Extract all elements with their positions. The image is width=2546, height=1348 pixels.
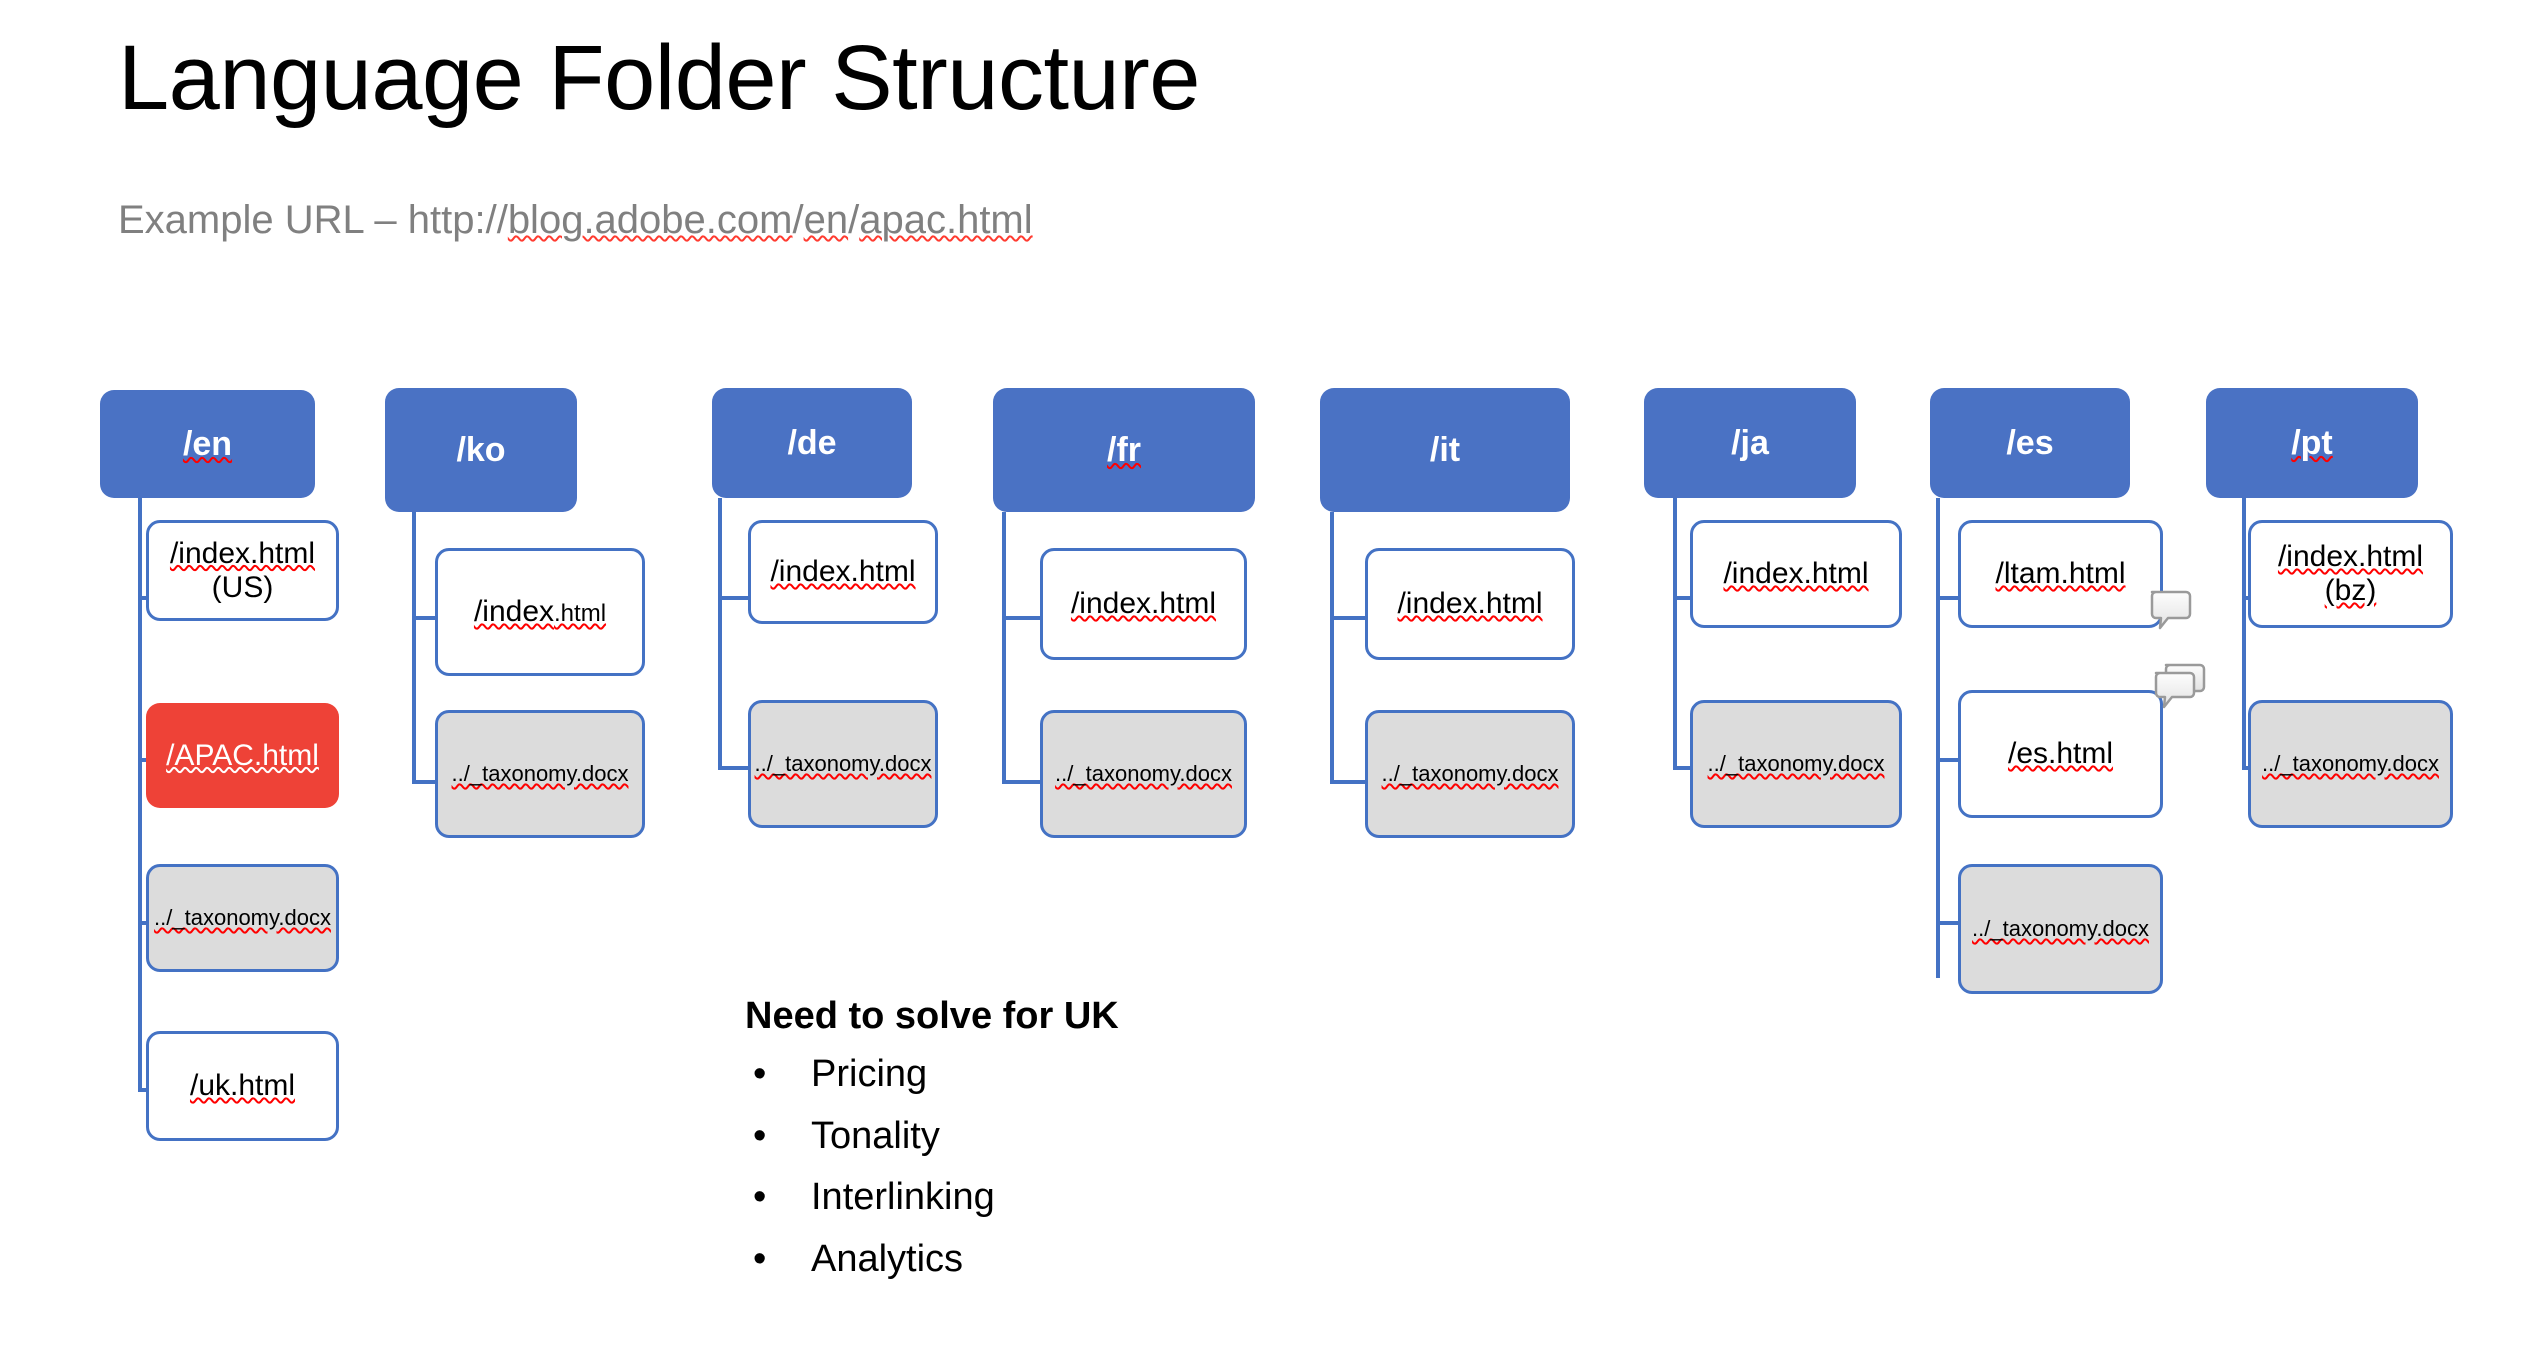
folder-header-it-label: /it xyxy=(1429,430,1461,469)
node-ko-index-label: /index.html xyxy=(473,595,607,628)
node-ja-taxonomy-label: ../_taxonomy.docx xyxy=(1707,751,1885,776)
comment-bubble-icon[interactable] xyxy=(2148,588,2194,639)
bullet-icon: • xyxy=(753,1237,767,1280)
folder-header-ja-label: /ja xyxy=(1731,423,1769,462)
folder-header-it[interactable]: /it xyxy=(1320,388,1570,512)
folder-header-en-label: /en xyxy=(182,424,233,463)
list-item: • Analytics xyxy=(745,1229,1119,1291)
subtitle-prefix: Example URL – http:// xyxy=(118,198,508,242)
node-ko-index[interactable]: /index.html xyxy=(435,548,645,676)
node-it-index-label: /index.html xyxy=(1397,587,1543,620)
node-fr-index-label: /index.html xyxy=(1070,587,1217,620)
subtitle-sep-1: / xyxy=(792,198,804,242)
connector-fr-stub-1 xyxy=(1002,616,1064,620)
node-pt-index-sublabel: (bz) xyxy=(2324,574,2377,607)
folder-header-es-label: /es xyxy=(2006,423,2054,462)
bullet-icon: • xyxy=(753,1176,767,1219)
connector-it-stub-2 xyxy=(1330,780,1392,784)
folder-header-pt[interactable]: /pt xyxy=(2206,388,2418,498)
node-fr-taxonomy-label: ../_taxonomy.docx xyxy=(1055,761,1232,786)
bullet-icon: • xyxy=(753,1053,767,1095)
comment-bubble-stacked-icon[interactable] xyxy=(2152,662,2208,717)
node-en-apac[interactable]: /APAC.html xyxy=(146,703,339,808)
connector-fr-trunk xyxy=(1002,512,1006,784)
list-item-label: Interlinking xyxy=(811,1176,995,1219)
folder-header-fr-label: /fr xyxy=(1107,430,1141,469)
node-es-taxonomy-label: ../_taxonomy.docx xyxy=(1972,916,2149,941)
connector-ko-trunk xyxy=(412,512,416,784)
list-item: • Interlinking xyxy=(745,1167,1119,1229)
node-pt-index-label: /index.html xyxy=(2277,540,2424,573)
connector-it-stub-1 xyxy=(1330,616,1392,620)
node-es-ltam[interactable]: /ltam.html xyxy=(1958,520,2163,628)
notes-heading: Need to solve for UK xyxy=(745,995,1119,1037)
connector-de-trunk xyxy=(718,498,722,770)
node-es-es[interactable]: /es.html xyxy=(1958,690,2163,818)
node-ja-taxonomy[interactable]: ../_taxonomy.docx xyxy=(1690,700,1902,828)
notes-list: • Pricing • Tonality • Interlinking • Analyt… xyxy=(745,1044,1119,1290)
node-en-uk-label: /uk.html xyxy=(189,1069,296,1102)
example-url-subtitle: Example URL – http://blog.adobe.com/en/a… xyxy=(118,198,1033,243)
list-item-label: Analytics xyxy=(811,1237,964,1280)
page-title: Language Folder Structure xyxy=(118,27,1200,129)
folder-header-de[interactable]: /de xyxy=(712,388,912,498)
node-ko-taxonomy[interactable]: ../_taxonomy.docx xyxy=(435,710,645,838)
node-it-taxonomy-label: ../_taxonomy.docx xyxy=(1381,761,1559,786)
node-it-taxonomy[interactable]: ../_taxonomy.docx xyxy=(1365,710,1575,838)
node-fr-index[interactable]: /index.html xyxy=(1040,548,1247,660)
list-item-label: Tonality xyxy=(811,1114,940,1157)
subtitle-domain: blog.adobe.com xyxy=(507,198,793,242)
node-en-index[interactable]: /index.html (US) xyxy=(146,520,339,621)
node-fr-taxonomy[interactable]: ../_taxonomy.docx xyxy=(1040,710,1247,838)
node-de-index[interactable]: /index.html xyxy=(748,520,938,624)
bullet-icon: • xyxy=(753,1114,767,1157)
folder-header-ko[interactable]: /ko xyxy=(385,388,577,512)
subtitle-path-en: en xyxy=(803,198,849,242)
list-item-label: Pricing xyxy=(811,1053,928,1095)
node-en-uk[interactable]: /uk.html xyxy=(146,1031,339,1141)
connector-ja-trunk xyxy=(1673,498,1677,770)
folder-header-en[interactable]: /en xyxy=(100,390,315,498)
node-it-index[interactable]: /index.html xyxy=(1365,548,1575,660)
connector-fr-stub-2 xyxy=(1002,780,1064,784)
folder-header-ko-label: /ko xyxy=(456,430,506,469)
connector-pt-trunk xyxy=(2242,498,2246,770)
node-en-index-sublabel: (US) xyxy=(211,570,274,604)
folder-header-es[interactable]: /es xyxy=(1930,388,2130,498)
subtitle-path-apac: apac.html xyxy=(859,198,1033,242)
node-en-taxonomy[interactable]: ../_taxonomy.docx xyxy=(146,864,339,972)
list-item: • Tonality xyxy=(745,1106,1119,1168)
folder-header-pt-label: /pt xyxy=(2291,423,2333,462)
node-es-taxonomy[interactable]: ../_taxonomy.docx xyxy=(1958,864,2163,994)
node-es-ltam-label: /ltam.html xyxy=(1995,557,2126,590)
connector-es-trunk xyxy=(1936,498,1940,978)
node-pt-taxonomy-label: ../_taxonomy.docx xyxy=(2262,751,2439,776)
folder-header-fr[interactable]: /fr xyxy=(993,388,1255,512)
list-item: • Pricing xyxy=(745,1044,1119,1106)
folder-header-de-label: /de xyxy=(787,423,837,462)
node-es-es-label: /es.html xyxy=(2007,737,2114,770)
node-de-index-label: /index.html xyxy=(770,555,916,588)
node-en-taxonomy-label: ../_taxonomy.docx xyxy=(154,905,331,930)
node-en-apac-label: /APAC.html xyxy=(166,738,319,772)
node-ja-index[interactable]: /index.html xyxy=(1690,520,1902,628)
node-ja-index-label: /index.html xyxy=(1723,557,1869,590)
connector-it-trunk xyxy=(1330,512,1334,784)
node-de-taxonomy[interactable]: ../_taxonomy.docx xyxy=(748,700,938,828)
node-pt-index[interactable]: /index.html (bz) xyxy=(2248,520,2453,628)
subtitle-sep-2: / xyxy=(848,198,860,242)
node-ko-taxonomy-label: ../_taxonomy.docx xyxy=(451,761,629,786)
connector-en-trunk xyxy=(138,498,142,1092)
node-pt-taxonomy[interactable]: ../_taxonomy.docx xyxy=(2248,700,2453,828)
notes-block: Need to solve for UK • Pricing • Tonality … xyxy=(745,995,1119,1290)
folder-header-ja[interactable]: /ja xyxy=(1644,388,1856,498)
node-de-taxonomy-label: ../_taxonomy.docx xyxy=(754,751,932,776)
node-en-index-label: /index.html xyxy=(169,536,316,570)
